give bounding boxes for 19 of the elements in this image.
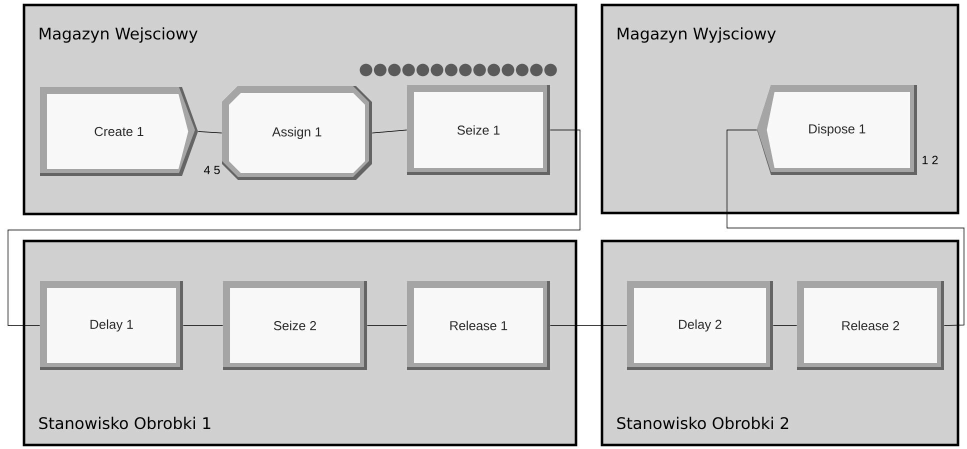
module-box: Create 1 — [40, 87, 198, 176]
connector-line — [726, 130, 964, 326]
module-box: Delay 2 — [627, 281, 773, 370]
counter-label: 1 2 — [922, 156, 938, 164]
module-box: Release 1 — [407, 281, 550, 370]
module-box: Assign 1 — [222, 86, 372, 180]
module-box: Dispose 1 — [757, 85, 917, 175]
connector-line — [372, 130, 408, 134]
module-box: Seize 1 — [407, 85, 550, 175]
module-box: Seize 2 — [223, 281, 367, 370]
module-box: Release 2 — [797, 281, 944, 370]
module-box: Delay 1 — [40, 281, 183, 370]
counter-label: 4 5 — [204, 166, 220, 174]
connector-line — [772, 325, 798, 326]
connector-line — [8, 130, 580, 326]
connector-line — [550, 325, 628, 326]
connector-line — [198, 131, 222, 134]
connector-line — [366, 325, 408, 326]
connector-line — [182, 325, 224, 326]
